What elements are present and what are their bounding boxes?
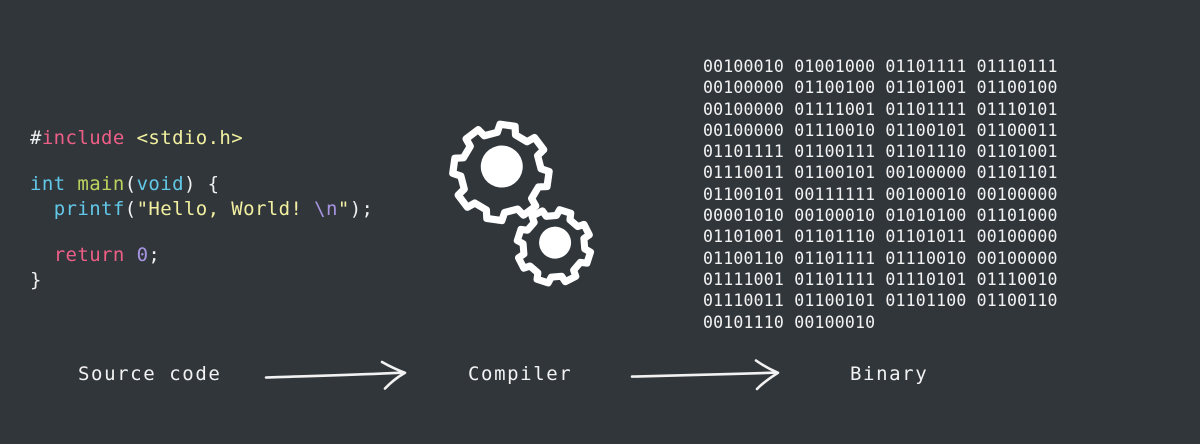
- binary-line: 00001010 00100010 01010100 01101000: [703, 206, 1058, 226]
- code-token-string: ": [337, 198, 350, 220]
- line-close: }: [30, 268, 430, 293]
- gears-icon: [444, 112, 604, 302]
- binary-line: 01110011 01100101 01101100 01100110: [703, 291, 1058, 311]
- source-code-block: #include <stdio.h> int main(void) { prin…: [30, 126, 430, 293]
- caption-compiler: Compiler: [468, 363, 573, 385]
- caption-source-code: Source code: [78, 363, 222, 385]
- line-printf: printf("Hello, World! \n");: [30, 197, 430, 222]
- line-return: return 0;: [30, 243, 430, 268]
- code-token-punct: ;: [148, 244, 161, 266]
- binary-line: 00100000 01111001 01101111 01110101: [703, 99, 1058, 119]
- code-token-hash: #: [30, 127, 42, 149]
- line-blank-2: [30, 222, 430, 243]
- binary-output-block: 00100010 01001000 01101111 01110111 00100…: [703, 56, 1058, 333]
- code-token-escape: \n: [302, 198, 338, 220]
- code-token-punct: );: [349, 198, 374, 220]
- code-token-pre: include: [41, 127, 125, 149]
- code-token-punct: (: [124, 198, 137, 220]
- binary-line: 00100000 01100100 01101001 01100100: [703, 78, 1058, 98]
- caption-binary: Binary: [850, 363, 929, 385]
- gear-small-hub: [539, 226, 572, 259]
- code-token-punct: [30, 198, 54, 220]
- binary-line: 00101110 00100010: [703, 312, 876, 332]
- gear-small: [513, 206, 595, 287]
- code-token-punct: [125, 244, 137, 266]
- binary-line: 00100000 01110010 01100101 01100011: [703, 120, 1058, 140]
- arrow-source-to-compiler: [264, 358, 424, 392]
- code-token-type: int: [30, 173, 66, 195]
- gear-large: [449, 120, 553, 225]
- binary-line: 01110011 01100101 00100000 01101101: [703, 163, 1058, 183]
- binary-line: 01100110 01101111 01110010 00100000: [703, 248, 1058, 268]
- gears-icon-svg: [449, 120, 595, 287]
- code-token-punct: [125, 127, 137, 149]
- line-blank-1: [30, 151, 430, 172]
- code-token-num: 0: [136, 244, 149, 266]
- binary-line: 01101001 01101110 01101011 00100000: [703, 227, 1058, 247]
- arrow-right-icon: [264, 360, 407, 390]
- binary-line: 01100101 00111111 00100010 00100000: [703, 184, 1058, 204]
- code-token-string: "Hello, World!: [136, 198, 303, 220]
- code-token-punct: [66, 173, 78, 195]
- arrow-right-icon: [630, 359, 780, 391]
- arrow-compiler-to-binary: [630, 358, 790, 392]
- binary-line: 01111001 01101111 01110101 01110010: [703, 269, 1058, 289]
- code-token-kw: return: [53, 244, 125, 266]
- line-include: #include <stdio.h>: [30, 126, 430, 151]
- code-token-punct: [30, 244, 54, 266]
- code-token-punct: ) {: [183, 173, 220, 195]
- code-token-func: main: [77, 173, 125, 195]
- binary-line: 01101111 01100111 01101110 01101001: [703, 142, 1058, 162]
- binary-line: 00100010 01001000 01101111 01110111: [703, 57, 1058, 76]
- code-token-punct: }: [30, 269, 42, 291]
- code-token-call: printf: [53, 198, 125, 220]
- code-token-type: void: [136, 173, 184, 195]
- gear-large-hub: [480, 145, 523, 188]
- code-token-punct: (: [124, 173, 137, 195]
- code-token-header: <stdio.h>: [136, 127, 244, 149]
- line-main: int main(void) {: [30, 172, 430, 197]
